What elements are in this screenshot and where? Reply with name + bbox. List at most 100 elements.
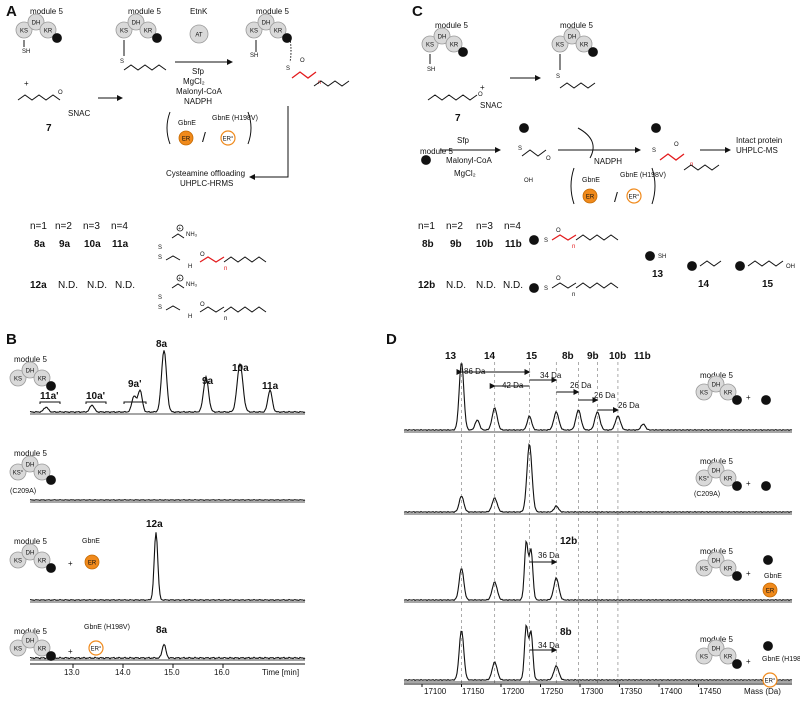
d-t4-gbne: GbnE (H198V)	[762, 656, 800, 663]
domain-label: KR	[38, 647, 47, 653]
c-o-1: O	[478, 92, 483, 98]
c-er-mut-icon	[626, 188, 642, 204]
domain-label: KR	[724, 477, 733, 483]
kr-domain-icon	[719, 559, 737, 577]
d-acp-4	[763, 641, 773, 651]
b-t3-gbne: GbnE	[82, 538, 100, 545]
c-cmpd-12b: 12b	[418, 280, 436, 291]
d-delta-26c: 26 Da	[618, 401, 640, 410]
dh-domain-icon	[21, 543, 39, 561]
domain-label: DH	[26, 463, 35, 469]
b-xtick-15: 15.0	[164, 668, 180, 677]
domain-label: KS	[14, 559, 22, 565]
acp-domain-icon	[458, 47, 468, 57]
a-cmpd-9a: 9a	[59, 239, 71, 250]
d-xlabel: Mass (Da)	[744, 687, 781, 696]
b-xlabel: Time [min]	[262, 668, 300, 677]
acp-domain-icon	[732, 481, 742, 491]
a-cys-1	[165, 305, 181, 311]
c-acp-loaded-icon	[519, 123, 529, 133]
c-chain-row-0	[551, 234, 577, 241]
d-delta-34-b: 34 Da	[538, 641, 560, 650]
b-t2-mut: (C209A)	[10, 488, 37, 495]
b-peak-12a: 12a	[146, 519, 163, 530]
domain-label: KR	[38, 559, 47, 565]
a-slash: /	[202, 129, 206, 145]
er-label: ER°	[223, 137, 234, 143]
a-n2: n=2	[55, 221, 72, 232]
b-trace-4	[29, 643, 306, 660]
acp-domain-icon	[732, 659, 742, 669]
a-acyl-chain-2	[123, 64, 167, 71]
c-module-2: module 5	[560, 21, 593, 30]
a-nh3-0: NH₃	[186, 232, 198, 238]
b-xtick-13: 13.0	[64, 668, 80, 677]
kr-domain-icon	[719, 383, 737, 401]
c-cmpd-11b: 11b	[505, 239, 522, 250]
c-nd-2: N.D.	[476, 280, 496, 291]
acp-domain-icon	[732, 395, 742, 405]
c-n3: n=3	[476, 221, 493, 232]
a-plus-charge-1	[176, 274, 184, 282]
ks-domain-icon	[421, 35, 439, 53]
c-tail-row-0	[575, 234, 619, 241]
dh-domain-icon	[707, 551, 725, 569]
c-o-row-0: O	[556, 228, 561, 234]
c-malonyl	[521, 149, 547, 157]
c-acyl-2	[559, 82, 596, 89]
domain-label: KS	[120, 29, 128, 35]
c-n4: n=4	[504, 221, 521, 232]
a-acyl-1	[199, 306, 225, 313]
a-s-upper-0: S	[158, 245, 162, 251]
domain-label: KR	[274, 29, 283, 35]
d-er-icon-3	[762, 582, 778, 598]
d-plus-4: +	[746, 657, 751, 666]
c-sh-13: SH	[658, 254, 666, 260]
a-n1: n=1	[30, 221, 47, 232]
b-trace-3	[30, 532, 306, 602]
d-delta-36: 36 Da	[538, 551, 560, 560]
a-cmpd-10a: 10a	[84, 239, 101, 250]
d-xtick-17250: 17250	[541, 687, 564, 696]
c-acp-row-0	[529, 235, 539, 245]
kr-domain-icon	[445, 35, 463, 53]
domain-label: KS	[700, 567, 708, 573]
a-er-icon	[178, 130, 194, 146]
b-plus-3: +	[68, 559, 73, 568]
er-label: ER°	[91, 647, 102, 653]
ks-domain-icon	[695, 647, 713, 665]
c-cmpd-14: 14	[698, 279, 710, 290]
domain-label: DH	[568, 35, 577, 41]
d-xtick-17150: 17150	[462, 687, 485, 696]
c-reagent-malonyl: Malonyl-CoA	[446, 156, 492, 165]
c-s-row-0: S	[544, 238, 548, 244]
b-peak-11a-prime: 11a'	[40, 391, 59, 402]
a-cys-0	[165, 255, 181, 261]
d-trace-4	[403, 624, 793, 682]
d-plus-2: +	[746, 479, 751, 488]
b-bracket-2	[123, 401, 147, 404]
b-er-icon-4	[88, 640, 104, 656]
a-o-3: O	[300, 58, 305, 64]
domain-label: DH	[26, 639, 35, 645]
domain-label: KR	[144, 29, 153, 35]
panel-b-label: B	[6, 331, 17, 348]
d-xtick-17350: 17350	[620, 687, 643, 696]
kr-domain-icon	[33, 369, 51, 387]
ks-domain-icon	[695, 469, 713, 487]
a-plus: +	[24, 79, 29, 88]
a-nsub-0: n	[224, 266, 227, 272]
c-intact-2: UHPLC-MS	[736, 146, 778, 155]
a-nd-1: N.D.	[58, 280, 78, 291]
domain-label: DH	[712, 559, 721, 565]
b-peak-11a: 11a	[262, 381, 279, 392]
ks-domain-icon	[9, 551, 27, 569]
